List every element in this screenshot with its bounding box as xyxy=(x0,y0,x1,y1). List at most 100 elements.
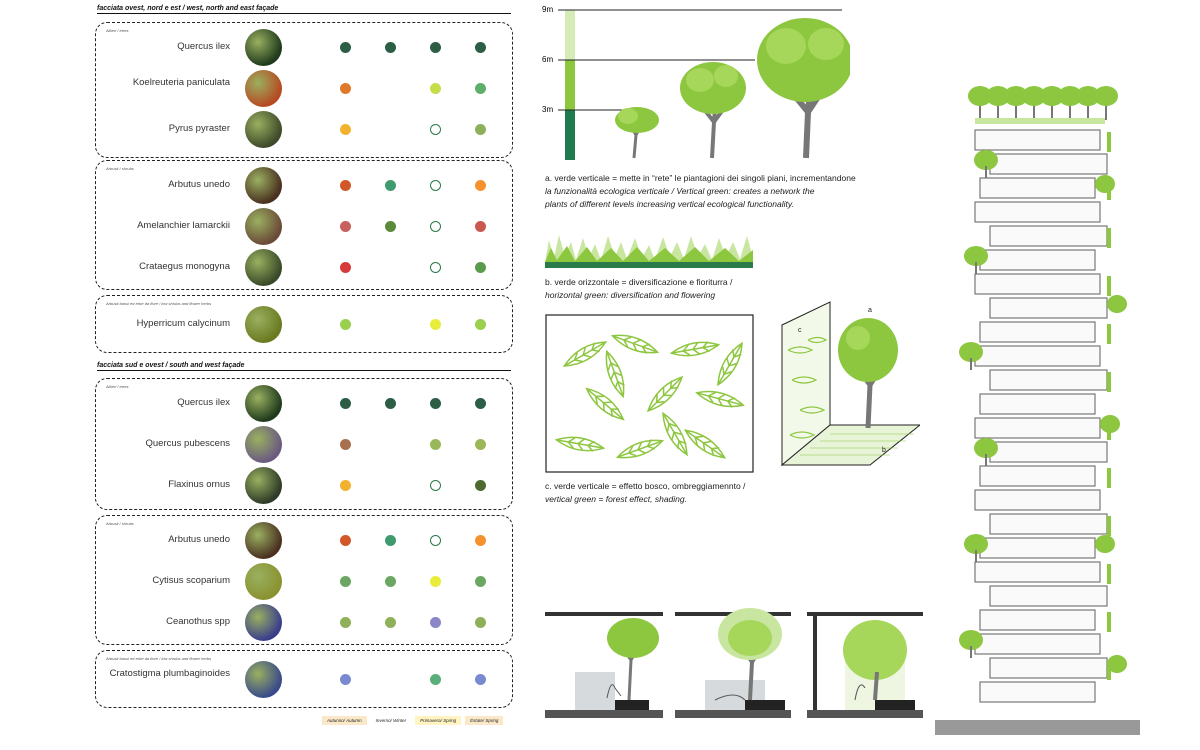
label-3m: 3m xyxy=(542,105,553,114)
section-3 xyxy=(807,612,923,718)
balcony-green xyxy=(1107,564,1111,584)
season-dot xyxy=(475,439,486,450)
label-b: b xyxy=(882,447,886,454)
season-dot xyxy=(430,480,441,491)
balcony-tree-icon xyxy=(1107,295,1127,313)
season-dot xyxy=(340,319,351,330)
floor-slab xyxy=(989,153,1108,175)
building-base xyxy=(935,720,1140,735)
plant-name: Cratostigma plumbaginoides xyxy=(109,668,230,679)
balcony-green xyxy=(1107,228,1111,248)
legend-item: Estate/ Spring xyxy=(465,716,504,725)
balcony-green xyxy=(1107,612,1111,632)
floor-slab xyxy=(989,441,1108,463)
plant-name: Cytisus scoparium xyxy=(152,575,230,586)
balcony-tree-icon xyxy=(964,246,988,266)
floor-slab xyxy=(974,345,1101,367)
label-9m: 9m xyxy=(542,5,553,14)
floor-slab xyxy=(979,537,1096,559)
season-dot xyxy=(340,221,351,232)
building-elevation xyxy=(935,86,1140,735)
plant-name: Flaxinus ornus xyxy=(168,479,230,490)
leaf-icon xyxy=(562,341,608,367)
season-dot xyxy=(340,398,351,409)
roof-tree-icon xyxy=(1040,86,1064,120)
balcony-green xyxy=(1107,660,1111,680)
leaves-pattern-box xyxy=(545,314,754,473)
ground-grass-pattern xyxy=(800,433,914,456)
season-dot xyxy=(475,535,486,546)
plant-name: Hyperricum calycinum xyxy=(136,318,230,329)
roof-tree-icon xyxy=(1004,86,1028,120)
season-dot xyxy=(385,535,396,546)
section-2 xyxy=(675,608,791,718)
season-dot xyxy=(430,576,441,587)
leaf-icon xyxy=(605,349,625,399)
leaf-icon xyxy=(695,390,745,408)
roof-planter xyxy=(975,118,1105,124)
floor-slab xyxy=(989,585,1108,607)
floor-slab xyxy=(979,321,1096,343)
season-dot xyxy=(340,42,351,53)
season-dot xyxy=(475,674,486,685)
caption-b: b. verde orizzontale = diversificazione … xyxy=(545,276,845,302)
legend-item: Autunno/ Autumn xyxy=(322,716,367,725)
plant-photo xyxy=(245,29,282,66)
height-scale-diagram: 9m 6m 3m xyxy=(542,5,850,160)
caption-c-line2: vertical green = forest effect, shading. xyxy=(545,494,687,504)
floor-slab xyxy=(974,417,1101,439)
plant-name: Arbutus unedo xyxy=(168,179,230,190)
plant-photo xyxy=(245,563,282,600)
season-dot xyxy=(385,576,396,587)
season-dot xyxy=(430,262,441,273)
plant-photo xyxy=(245,70,282,107)
season-dot xyxy=(430,42,441,53)
caption-a-line2: la funzionalità ecologica verticale / Ve… xyxy=(545,186,815,196)
group-caption: Arbusti / shrubs xyxy=(106,521,134,526)
plant-photo xyxy=(245,604,282,641)
plant-group: Alberi / trees xyxy=(95,22,513,158)
floor-slab xyxy=(974,561,1101,583)
plant-name: Quercus pubescens xyxy=(145,438,231,449)
caption-c: c. verde verticale = effetto bosco, ombr… xyxy=(545,480,845,506)
plant-name: Crataegus monogyna xyxy=(139,261,230,272)
leaf-icon xyxy=(554,436,606,452)
caption-a-line3: plants of different levels increasing ve… xyxy=(545,199,794,209)
small-tree-icon xyxy=(615,107,659,159)
balcony-tree-icon xyxy=(964,534,988,554)
plant-name: Pyrus pyraster xyxy=(168,123,230,134)
caption-a-line1: a. verde verticale = mette in “rete” le … xyxy=(545,173,856,183)
label-a: a xyxy=(868,307,872,314)
floor-slab xyxy=(979,681,1096,703)
balcony-tree-icon xyxy=(1095,175,1115,193)
floor-slab xyxy=(989,225,1108,247)
season-dot xyxy=(475,42,486,53)
legend-item: Primavera/ Spring xyxy=(415,716,462,725)
season-dot xyxy=(430,124,441,135)
plant-name: Quercus ilex xyxy=(177,397,230,408)
season-dot xyxy=(340,535,351,546)
balcony-green xyxy=(1107,468,1111,488)
plant-photo xyxy=(245,426,282,463)
wall-leaves-pattern xyxy=(787,336,828,439)
plant-name: Ceanothus spp xyxy=(166,616,230,627)
label-6m: 6m xyxy=(542,55,553,64)
caption-b-line2: horizontal green: diversification and fl… xyxy=(545,290,716,300)
plant-photo xyxy=(245,385,282,422)
corner-tree-canopy xyxy=(838,318,898,382)
season-dot xyxy=(430,83,441,94)
balcony-green xyxy=(1107,516,1111,536)
label-c: c xyxy=(798,327,802,334)
group-caption: Arbusti bassi ed erbe da fiore / low shr… xyxy=(106,656,212,661)
tall-tree-icon xyxy=(757,18,850,159)
group-caption: Alberi / trees xyxy=(106,28,129,33)
season-dot xyxy=(430,319,441,330)
plant-group: Arbusti / shrubs xyxy=(95,515,513,645)
leaf-icon xyxy=(585,387,625,421)
season-dot xyxy=(340,576,351,587)
balcony-tree-icon xyxy=(974,150,998,170)
floor-slab xyxy=(974,273,1101,295)
floor-slab xyxy=(979,177,1096,199)
season-dot xyxy=(340,180,351,191)
